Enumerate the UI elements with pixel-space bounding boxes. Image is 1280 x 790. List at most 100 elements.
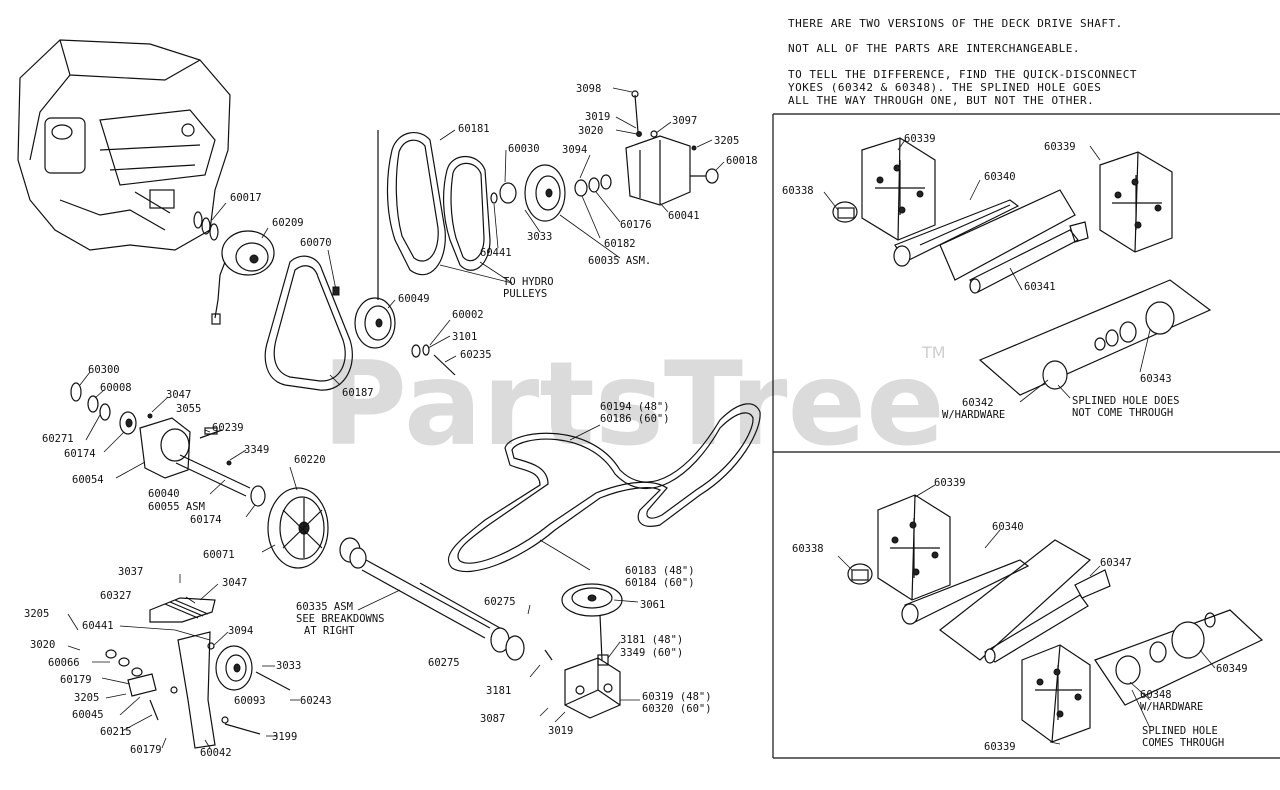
callout-60093: 60093	[234, 695, 266, 707]
callout-3097: 3097	[672, 115, 697, 127]
callout-60441-top: 60441	[480, 247, 512, 259]
callout-3047-top: 3047	[166, 389, 191, 401]
breakdown-bottom	[837, 484, 1264, 745]
callout-3033-lower: 3033	[276, 660, 301, 672]
callout-3205-top: 3205	[714, 135, 739, 147]
callout-60186: 60186 (60")	[600, 413, 670, 425]
belt-60194	[447, 403, 761, 573]
callout-60045: 60045	[72, 709, 104, 721]
note-line-1: THERE ARE TWO VERSIONS OF THE DECK DRIVE…	[788, 17, 1123, 30]
callout-60070: 60070	[300, 237, 332, 249]
note-line-2: NOT ALL OF THE PARTS ARE INTERCHANGEABLE…	[788, 42, 1080, 55]
note-line-3b: YOKES (60342 & 60348). THE SPLINED HOLE …	[788, 81, 1101, 94]
callout-60327: 60327	[100, 590, 132, 602]
callout-3205-lower: 3205	[74, 692, 99, 704]
label-60341: 60341	[1024, 281, 1056, 293]
callout-60035: 60035 ASM.	[588, 255, 651, 267]
callout-60275-lower: 60275	[428, 657, 460, 669]
belt-60187	[264, 255, 353, 391]
clutch-60209	[211, 227, 275, 325]
callout-60441-lower: 60441	[82, 620, 114, 632]
label-60339-top-left: 60339	[904, 133, 936, 145]
label-60340-bottom: 60340	[992, 521, 1024, 533]
callout-60042: 60042	[200, 747, 232, 759]
callout-3055: 3055	[176, 403, 201, 415]
callout-3019-lower: 3019	[548, 725, 573, 737]
callout-60275-upper: 60275	[484, 596, 516, 608]
callout-3037: 3037	[118, 566, 143, 578]
label-splined-not-through-2: NOT COME THROUGH	[1072, 407, 1173, 419]
label-60342-hardware: W/HARDWARE	[942, 409, 1005, 421]
callout-3349-60: 3349 (60")	[620, 647, 683, 659]
label-60338-bottom: 60338	[792, 543, 824, 555]
callout-60243: 60243	[300, 695, 332, 707]
callout-60179: 60179	[60, 674, 92, 686]
watermark: PartsTree	[322, 337, 945, 472]
label-60349: 60349	[1216, 663, 1248, 675]
callout-60235: 60235	[460, 349, 492, 361]
callout-60002: 60002	[452, 309, 484, 321]
callout-60040: 60040	[148, 488, 180, 500]
label-splined-not-through-1: SPLINED HOLE DOES	[1072, 395, 1179, 407]
label-60348-hardware: W/HARDWARE	[1140, 701, 1203, 713]
callout-3199: 3199	[272, 731, 297, 743]
callout-60335-right: AT RIGHT	[304, 625, 355, 637]
label-60339-bottom-top: 60339	[934, 477, 966, 489]
note-line-3a: TO TELL THE DIFFERENCE, FIND THE QUICK-D…	[788, 68, 1137, 81]
callout-60008: 60008	[100, 382, 132, 394]
callout-60209: 60209	[272, 217, 304, 229]
callout-60066: 60066	[48, 657, 80, 669]
bracket-60041	[612, 87, 725, 213]
callout-3047-lower: 3047	[222, 577, 247, 589]
callout-3181: 3181	[486, 685, 511, 697]
callout-3094-top: 3094	[562, 144, 587, 156]
belt-60181	[377, 129, 513, 300]
hardware-60002	[411, 319, 457, 376]
callout-to-hydro-2: PULLEYS	[503, 288, 547, 300]
note-line-3c: ALL THE WAY THROUGH ONE, BUT NOT THE OTH…	[788, 94, 1094, 107]
callout-3094-lower: 3094	[228, 625, 253, 637]
callout-60071: 60071	[203, 549, 235, 561]
label-60340-top: 60340	[984, 171, 1016, 183]
label-60342: 60342	[962, 397, 994, 409]
callout-60335-see: SEE BREAKDOWNS	[296, 613, 385, 625]
label-60343: 60343	[1140, 373, 1172, 385]
callout-60055: 60055 ASM	[148, 501, 205, 513]
breakdown-panels	[772, 113, 1280, 759]
watermark-tm: TM	[921, 343, 946, 362]
callout-60220: 60220	[294, 454, 326, 466]
callout-3098: 3098	[576, 83, 601, 95]
callout-3349: 3349	[244, 444, 269, 456]
label-60338-top: 60338	[782, 185, 814, 197]
callout-60017: 60017	[230, 192, 262, 204]
callout-3033-top: 3033	[527, 231, 552, 243]
callout-60215: 60215	[100, 726, 132, 738]
label-60348: 60348	[1140, 689, 1172, 701]
driveshaft-60335	[339, 537, 525, 661]
label-60339-top-right: 60339	[1044, 141, 1076, 153]
callout-3019-top: 3019	[585, 111, 610, 123]
breakdown-top	[823, 137, 1212, 403]
callout-60176: 60176	[620, 219, 652, 231]
callout-60194: 60194 (48")	[600, 401, 670, 413]
callout-60300: 60300	[88, 364, 120, 376]
callout-3020-lower: 3020	[30, 639, 55, 651]
label-splined-through-1: SPLINED HOLE	[1142, 725, 1218, 737]
callout-60018: 60018	[726, 155, 758, 167]
label-60347: 60347	[1100, 557, 1132, 569]
callout-60335-asm: 60335 ASM	[296, 601, 353, 613]
engine	[17, 39, 231, 251]
pulley-60071	[261, 466, 329, 569]
label-splined-through-2: COMES THROUGH	[1142, 737, 1224, 749]
callout-3181-48: 3181 (48")	[620, 634, 683, 646]
callout-60271: 60271	[42, 433, 74, 445]
callout-60183: 60183 (48")	[625, 565, 695, 577]
callout-3087: 3087	[480, 713, 505, 725]
callout-60041: 60041	[668, 210, 700, 222]
pulley-60035	[490, 149, 621, 259]
callout-60049: 60049	[398, 293, 430, 305]
callout-60319: 60319 (48")	[642, 691, 712, 703]
gearbox-60319	[527, 539, 640, 723]
callout-60174-lower: 60174	[190, 514, 222, 526]
